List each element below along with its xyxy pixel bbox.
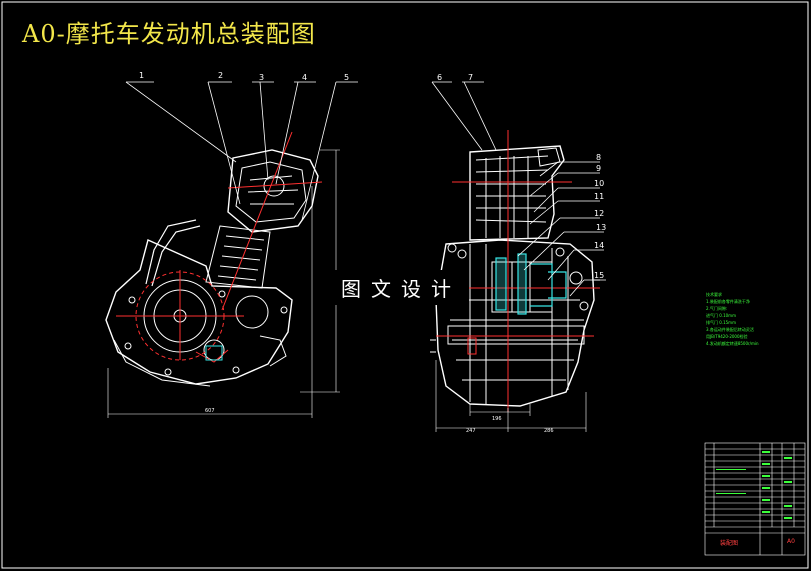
callout-label: 11 — [594, 192, 604, 201]
technical-note-line: 排气门 0.15mm — [706, 320, 736, 325]
callout-label: 12 — [594, 209, 604, 218]
callout-labels-right: 6 7 8 9 10 11 12 13 14 15 — [437, 73, 606, 280]
title-block — [704, 442, 806, 556]
technical-note-line: 4.发动机额定转速8500r/min — [706, 341, 759, 346]
callout-label: 3 — [259, 73, 264, 82]
title-block-stamp: 装配图 — [720, 539, 738, 547]
technical-note-line: 进气门 0.10mm — [706, 313, 736, 318]
engine-front-cyan-parts — [495, 253, 567, 315]
dimension-label-247: 247 — [466, 428, 476, 434]
engine-side-view — [105, 149, 319, 387]
technical-notes-header: 技术要求 — [706, 292, 722, 297]
title-block-green-marks — [716, 451, 792, 519]
engine-side-cyan-detail — [205, 345, 223, 361]
callout-label: 5 — [344, 73, 349, 82]
callout-label: 9 — [596, 164, 601, 173]
engine-front-dimensions — [435, 360, 587, 432]
dimension-label-286: 286 — [544, 428, 554, 434]
callout-label: 6 — [437, 73, 442, 82]
technical-notes: 技术要求 1.装配前各零件清洗干净 2.气门间隙: 进气门 0.10mm 排气门… — [706, 291, 806, 347]
callout-label: 15 — [594, 271, 604, 280]
callout-label: 13 — [596, 223, 606, 232]
watermark-text: 图文设计 — [333, 270, 469, 305]
callout-label: 7 — [468, 73, 473, 82]
engine-front-leaders — [431, 81, 606, 297]
technical-note-line: 用JB/T9420-2000检验 — [706, 334, 748, 339]
callout-label: 10 — [594, 179, 604, 188]
callout-label: 4 — [302, 73, 307, 82]
callout-label: 1 — [139, 71, 144, 80]
dimension-label-196: 196 — [492, 416, 502, 422]
engine-side-leaders — [125, 81, 358, 221]
drawing-title: A0-摩托车发动机总装配图 — [22, 20, 316, 48]
technical-note-line: 1.装配前各零件清洗干净 — [706, 299, 750, 304]
engine-side-centerlines — [116, 131, 323, 363]
callout-label: 2 — [218, 71, 223, 80]
callout-labels-left: 1 2 3 4 5 — [139, 71, 349, 82]
technical-note-line: 2.气门间隙: — [706, 306, 728, 311]
callout-label: 8 — [596, 153, 601, 162]
callout-label: 14 — [594, 241, 604, 250]
title-block-sheet: A0 — [787, 538, 795, 545]
dimension-label-left-width: 607 — [205, 408, 215, 414]
technical-note-line: 3.各运动件装配后转动灵活 — [706, 327, 754, 332]
